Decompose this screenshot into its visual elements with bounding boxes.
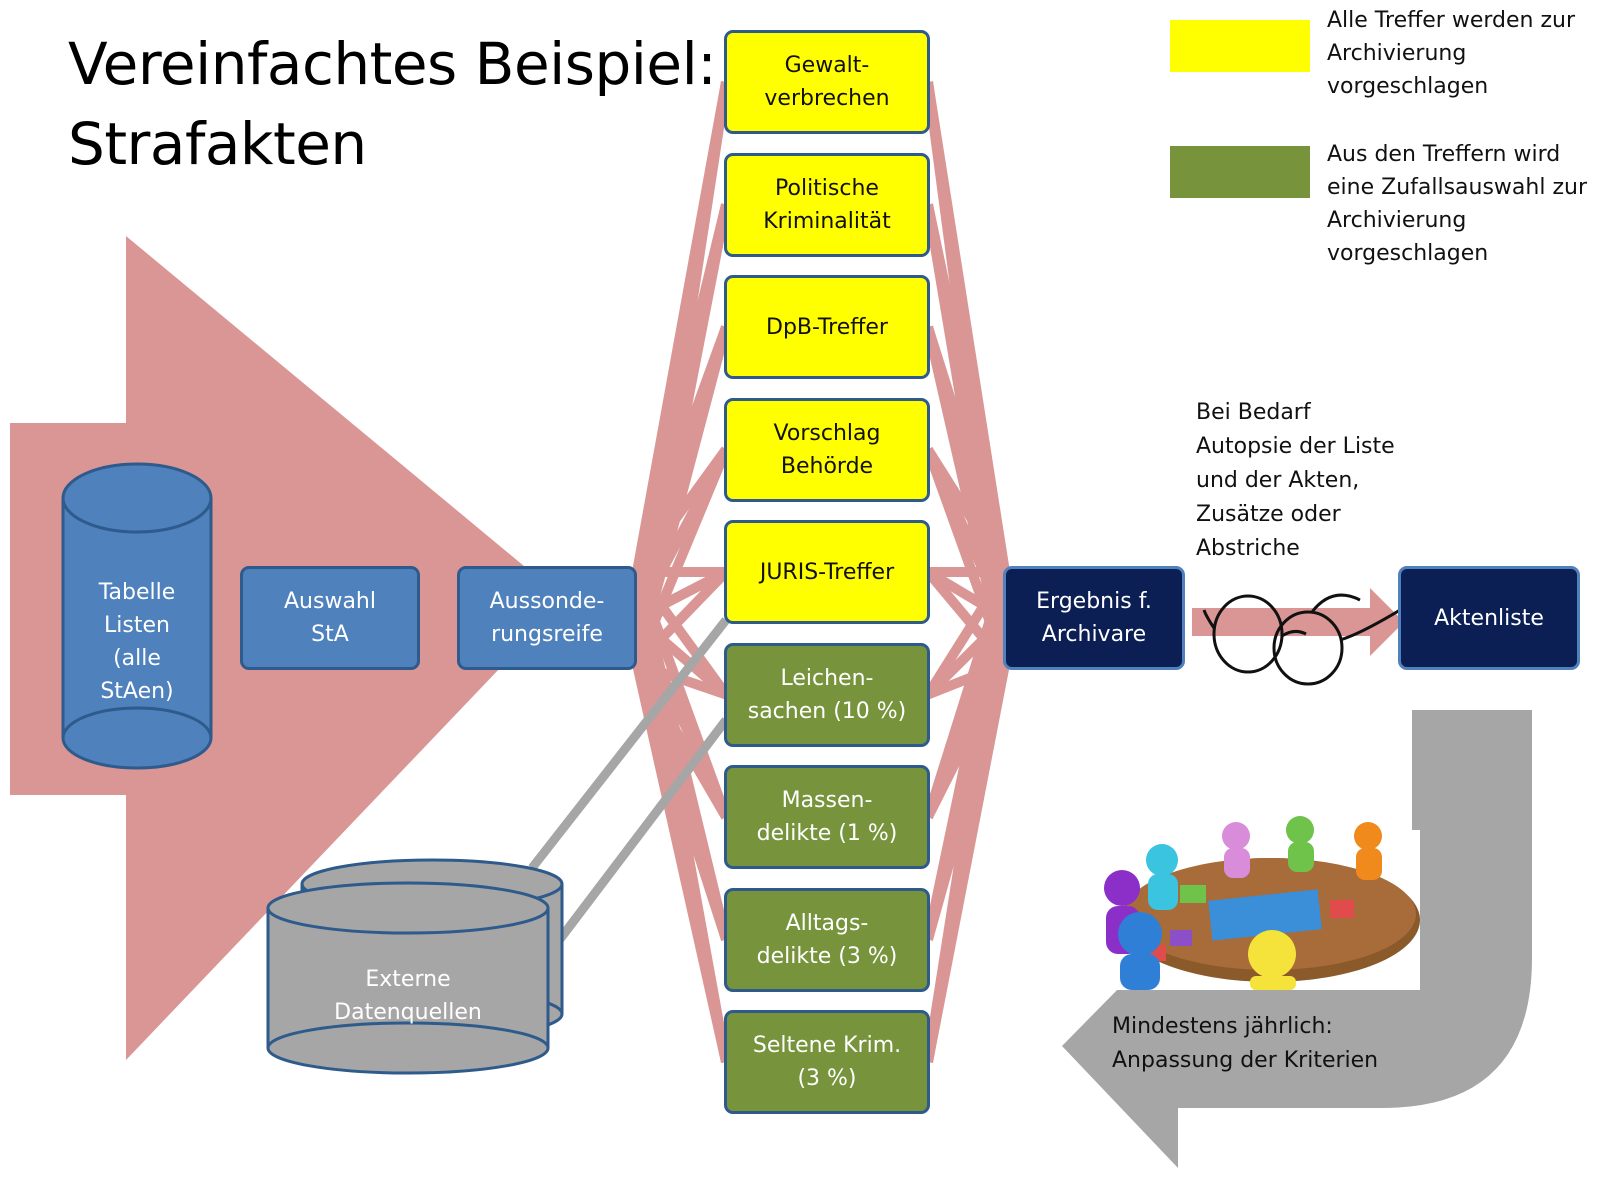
category-box: Gewalt- verbrechen — [724, 30, 930, 134]
glasses-icon — [1202, 593, 1401, 686]
ergebnis-archivare-box: Ergebnis f. Archivare — [1003, 566, 1185, 670]
page-title: Vereinfachtes Beispiel: Strafakten — [68, 30, 717, 178]
category-box: DpB-Treffer — [724, 275, 930, 379]
category-box: JURIS-Treffer — [724, 520, 930, 624]
category-box: Massen- delikte (1 %) — [724, 765, 930, 869]
legend-green-swatch — [1170, 146, 1310, 198]
category-box: Alltags- delikte (3 %) — [724, 887, 930, 992]
aussonderungsreife-box: Aussonde- rungsreife — [457, 566, 637, 670]
team-puzzle-illustration — [1100, 816, 1420, 990]
externe-datenquellen-label: Externe Datenquellen — [334, 967, 482, 1025]
connectors-external-sources — [528, 617, 730, 958]
connector-line — [923, 569, 1010, 698]
connector-line — [632, 569, 731, 698]
connector-line — [632, 662, 731, 1064]
legend-green-text: Aus den Treffern wird eine Zufallsauswah… — [1327, 142, 1587, 266]
connector-line — [923, 663, 1010, 1063]
return-arrow — [1062, 710, 1532, 1168]
category-box: Seltene Krim. (3 %) — [724, 1010, 930, 1114]
bei-bedarf-note: Bei Bedarf Autopsie der Liste und der Ak… — [1196, 400, 1395, 561]
tabelle-cylinder — [61, 462, 213, 770]
connectors-to-ergebnis — [923, 81, 1010, 1063]
externe-datenquellen-cylinders — [266, 858, 564, 1075]
legend-yellow-swatch — [1170, 20, 1310, 72]
legend-yellow-text: Alle Treffer werden zur Archivierung vor… — [1327, 8, 1575, 99]
auswahl-sta-box: Auswahl StA — [240, 566, 420, 670]
category-box: Politische Kriminalität — [724, 152, 930, 257]
aktenliste-box: Aktenliste — [1398, 566, 1580, 670]
connectors-to-categories — [632, 81, 731, 1064]
mindestens-jaehrlich-note: Mindestens jährlich: Anpassung der Krite… — [1112, 1014, 1379, 1073]
category-box: Leichen- sachen (10 %) — [724, 642, 930, 747]
ergebnis-to-aktenliste-arrow — [1192, 588, 1404, 656]
category-box: Vorschlag Behörde — [724, 397, 930, 502]
tabelle-listen-label: Tabelle Listen (alle StAen) — [98, 580, 176, 704]
external-connector-line — [544, 717, 730, 958]
external-connector-line — [528, 617, 730, 871]
